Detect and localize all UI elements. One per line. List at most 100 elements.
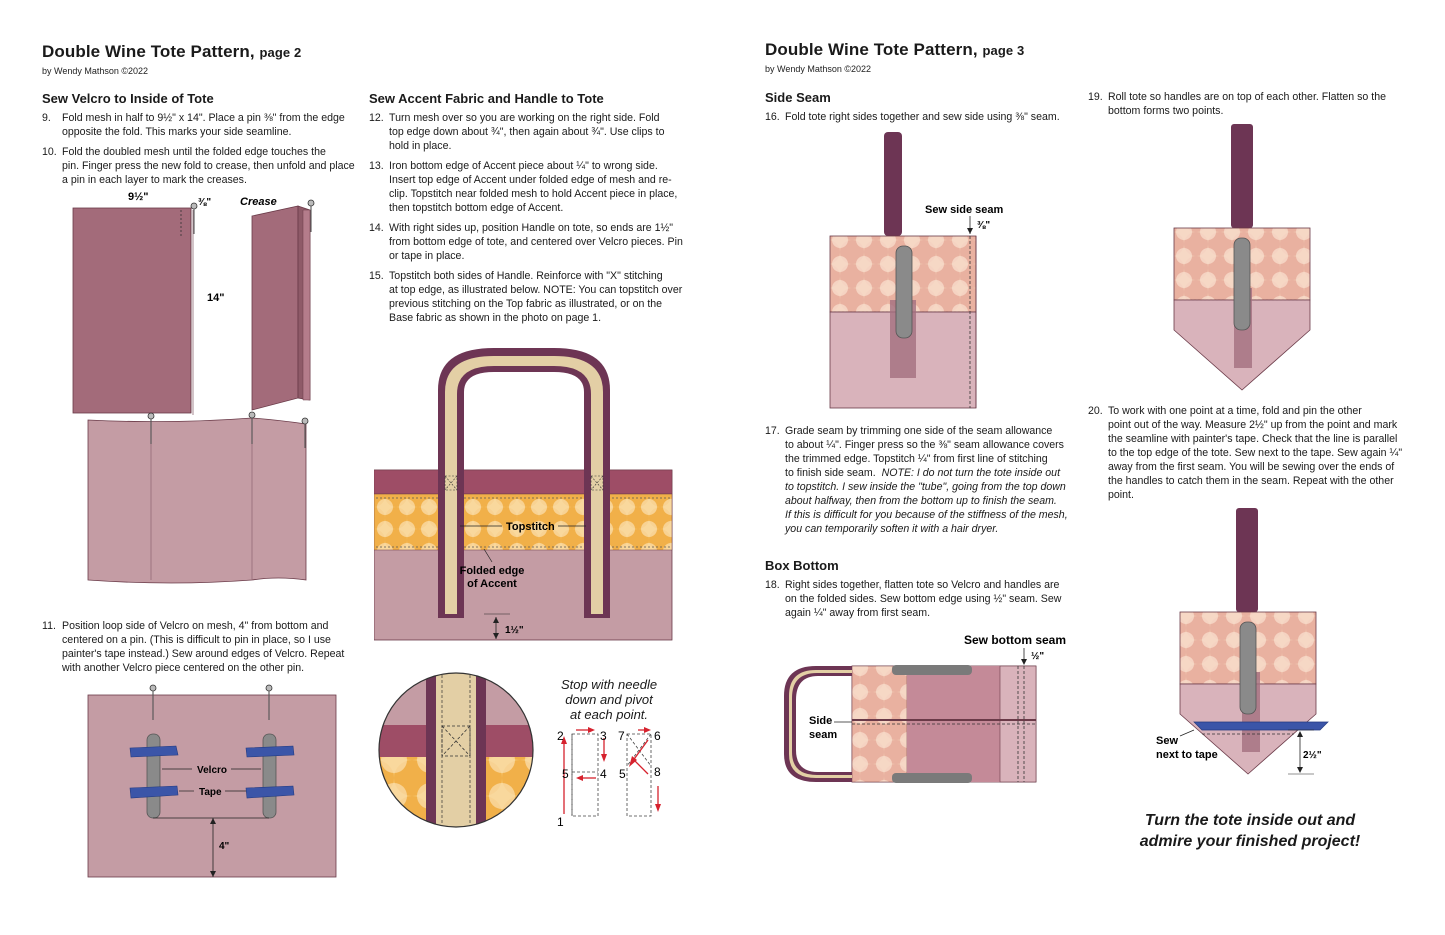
step-number: 9.: [42, 112, 51, 124]
handle-strap: [1236, 508, 1258, 612]
step-number: 20.: [1088, 405, 1103, 417]
step-number: 12.: [369, 112, 384, 124]
step-text: Iron bottom edge of Accent piece about ¼…: [389, 160, 658, 172]
handle-loop: [784, 666, 852, 782]
step-text-cont: point out of the way. Measure 2½" up fro…: [1108, 419, 1403, 501]
pin-distance-label: ⅜": [198, 197, 211, 208]
step-text: Fold the doubled mesh until the folded e…: [62, 146, 326, 158]
pivot-note-line: down and pivot: [565, 692, 653, 707]
folded-edge-label-2: of Accent: [467, 578, 517, 590]
step-text: Right sides together, flatten tote so Ve…: [785, 579, 1060, 591]
x-stitch-detail-figure: [378, 672, 534, 828]
velcro-strip: [1239, 621, 1257, 715]
box-bottom-figure: Sew bottom seam ½" Side seam: [784, 633, 1066, 783]
page-number: page 3: [982, 43, 1025, 58]
sew-side-seam-label: Sew side seam: [925, 204, 1003, 216]
step-text-cont: to finish side seam.: [785, 467, 876, 479]
pin-icon: [147, 412, 155, 420]
step-note: NOTE: I do not turn the tote inside out: [881, 467, 1061, 479]
folded-mesh: [72, 207, 192, 414]
step-number: 13.: [369, 160, 384, 172]
velcro-bottom: [892, 773, 972, 783]
tape-top-right: [245, 745, 295, 758]
side-seam-label-2: seam: [809, 729, 837, 741]
pin-icon: [149, 684, 157, 692]
step-text-cont: on the folded sides. Sew bottom edge usi…: [785, 593, 1062, 619]
step-text-cont: from bottom edge of tote, and centered o…: [389, 236, 683, 262]
step-text: Fold tote right sides together and sew s…: [785, 111, 1060, 123]
step-number: 17.: [765, 425, 780, 437]
step-number: 15.: [369, 270, 384, 282]
step-text-cont: top edge down about ¾", then again about…: [389, 126, 665, 152]
tote-top-band: [374, 469, 673, 495]
section-heading-velcro: Sew Velcro to Inside of Tote: [42, 91, 214, 106]
step-text: Roll tote so handles are on top of each …: [1108, 91, 1386, 103]
pin-icon: [265, 684, 273, 692]
stitch-point-8: 8: [654, 765, 661, 779]
pin-icon: [301, 417, 309, 425]
fold-mesh-figure: 9½" ⅜" Crease 14": [72, 191, 315, 584]
velcro-top: [892, 665, 972, 675]
pivot-note-line: Stop with needle: [560, 677, 658, 692]
step-16: 16. Fold tote right sides together and se…: [765, 110, 1085, 124]
tape-label: Tape: [199, 787, 222, 798]
page-title-left: Double Wine Tote Pattern, page 2: [42, 42, 301, 62]
section-heading-side-seam: Side Seam: [765, 90, 831, 105]
handle-strap: [884, 132, 902, 236]
step-text-cont: opposite the fold. This marks your side …: [62, 126, 292, 138]
crease-label: Crease: [240, 196, 277, 208]
step-note: you can temporarily soften it with a hai…: [785, 523, 999, 535]
pin-icon: [307, 199, 315, 207]
step-text: Topstitch both sides of Handle. Reinforc…: [389, 270, 663, 282]
bottom-seam-distance-label: ½": [1031, 651, 1044, 662]
sew-bottom-seam-label: Sew bottom seam: [964, 633, 1066, 647]
stitch-point-2: 2: [557, 729, 564, 743]
stitch-point-5: 5: [562, 767, 569, 781]
height-label: 14": [207, 292, 224, 304]
stitch-point-6: 6: [654, 729, 661, 743]
step-number: 18.: [765, 579, 780, 591]
distance-1-5in-label: 1½": [505, 625, 524, 636]
final-line: admire your finished project!: [1139, 833, 1361, 850]
pivot-note-line: at each point.: [569, 707, 649, 722]
step-text: Turn mesh over so you are working on the…: [389, 112, 660, 124]
title-text: Double Wine Tote Pattern,: [42, 42, 255, 61]
step-text: With right sides up, position Handle on …: [389, 222, 674, 234]
step-13: 13. Iron bottom edge of Accent piece abou…: [369, 159, 684, 215]
step-18: 18. Right sides together, flatten tote so…: [765, 578, 1085, 620]
distance-4in-label: 4": [219, 841, 230, 852]
painters-tape: [1193, 721, 1329, 731]
tape-top-left: [129, 745, 179, 758]
byline-left: by Wendy Mathson ©2022: [42, 66, 149, 76]
pin-icon: [248, 411, 256, 419]
step-17: 17.Grade seam by trimming one side of th…: [765, 424, 1085, 536]
step-note: to topstitch. I sew inside the "tube", g…: [785, 481, 1066, 493]
step-text-cont: the trimmed edge. Topstitch ¼" from firs…: [785, 453, 1048, 465]
byline-right: by Wendy Mathson ©2022: [765, 64, 872, 74]
stitch-point-3: 3: [600, 729, 607, 743]
creased-mesh: [251, 205, 299, 411]
step-note: about halfway, then from the bottom up t…: [785, 495, 1057, 507]
stitch-point-4: 4: [600, 767, 607, 781]
step-text-cont: bottom forms two points.: [1108, 105, 1224, 117]
step-text: Fold mesh in half to 9½" x 14". Place a …: [62, 112, 345, 124]
two-points-figure: [1173, 124, 1311, 391]
next-to-tape-label: next to tape: [1156, 749, 1218, 761]
handle-strap: [1231, 124, 1253, 228]
step-text: To work with one point at a time, fold a…: [1108, 405, 1362, 417]
step-number: 16.: [765, 111, 780, 123]
sew-label: Sew: [1156, 735, 1178, 747]
distance-2-5in-label: 2½": [1303, 750, 1322, 761]
step-text-cont: to about ¼". Finger press so the ⅜" seam…: [785, 439, 1064, 451]
step-text-cont: pin. Finger press the new fold to crease…: [62, 160, 355, 186]
final-message: Turn the tote inside out and admire your…: [1120, 810, 1380, 852]
stitch-point-1: 1: [557, 815, 564, 829]
step-12: 12. Turn mesh over so you are working on …: [369, 111, 684, 153]
unfolded-mesh: [87, 417, 307, 584]
step-11: 11.Position loop side of Velcro on mesh,…: [42, 619, 357, 675]
page-number: page 2: [259, 45, 302, 60]
step-19: 19.Roll tote so handles are on top of ea…: [1088, 90, 1408, 118]
step-note: If this is difficult for you because of …: [785, 509, 1068, 521]
velcro-placement-figure: Velcro Tape 4": [87, 684, 337, 878]
seam-distance-label: ⅜": [977, 220, 990, 231]
